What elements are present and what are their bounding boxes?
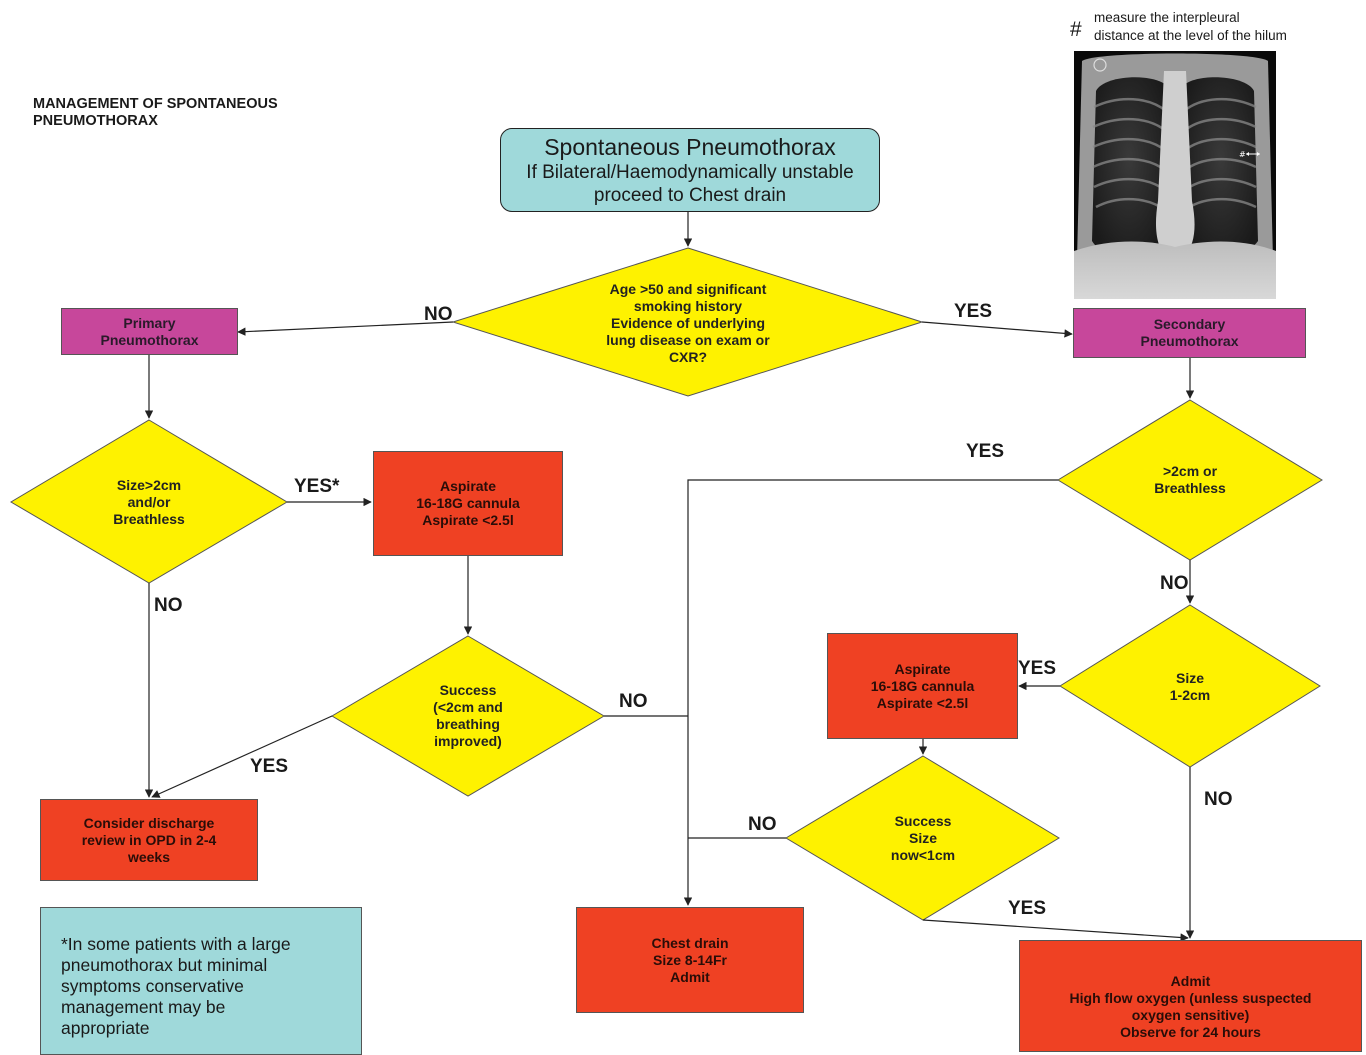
decision-line: and/or — [127, 493, 171, 510]
note-line: management may be — [61, 997, 226, 1017]
label-no-success-secondary: NO — [748, 814, 777, 835]
box-line: Admit — [1170, 973, 1211, 989]
label-no-size-secondary: NO — [1204, 789, 1233, 810]
xray-hash-symbol: # — [1070, 18, 1082, 41]
decision-line: Success — [894, 812, 952, 829]
aspirate-primary-box: Aspirate 16-18G cannula Aspirate <2.5l — [373, 451, 563, 556]
xray-caption-line: measure the interpleural — [1094, 10, 1240, 25]
decision-line: CXR? — [668, 348, 708, 365]
box-line: Size 8-14Fr — [653, 951, 727, 968]
label-no-size-primary: NO — [154, 595, 183, 616]
label-yes-secondary: YES — [954, 301, 993, 322]
label-yes-success-primary: YES — [250, 756, 289, 777]
label-no-success-primary: NO — [619, 691, 648, 712]
discharge-box: Consider discharge review in OPD in 2-4 … — [40, 799, 258, 881]
decision-line: Success — [439, 682, 497, 698]
box-line: High flow oxygen (unless suspected — [1069, 990, 1312, 1006]
start-line: proceed to Chest drain — [593, 185, 787, 206]
decision-line: (<2cm and — [433, 699, 503, 715]
box-line: Aspirate — [894, 660, 951, 677]
box-line: Primary — [123, 314, 176, 331]
arrow-no-to-primary — [237, 321, 454, 336]
chest-drain-box: Chest drain Size 8-14Fr Admit — [576, 907, 804, 1013]
decision-line: Evidence of underlying — [610, 314, 766, 331]
page-title: MANAGEMENT OF SPONTANEOUS PNEUMOTHORAX — [33, 96, 278, 129]
xray-caption-line: distance at the level of the hilum — [1094, 28, 1287, 43]
decision-line: smoking history — [633, 297, 743, 314]
box-line: Admit — [670, 968, 710, 985]
admit-box: Admit High flow oxygen (unless suspected… — [1019, 940, 1362, 1052]
box-line: 16-18G cannula — [416, 495, 520, 511]
arrow-success-yes-to-admit — [922, 919, 1189, 942]
decision-size-primary: Size>2cm and/or Breathless — [79, 470, 219, 534]
line-breathless-yes-to-drain — [683, 479, 1058, 906]
start-box: Spontaneous Pneumothorax If Bilateral/Ha… — [500, 128, 880, 212]
box-line: Consider discharge — [83, 814, 215, 831]
box-line: Pneumothorax — [100, 331, 199, 348]
box-line: weeks — [127, 848, 171, 865]
decision-line: Breathless — [113, 510, 185, 527]
footnote-box: *In some patients with a large pneumotho… — [40, 907, 362, 1055]
box-line: Chest drain — [651, 934, 729, 951]
box-line: Aspirate <2.5l — [422, 512, 514, 528]
note-line: symptoms conservative — [61, 976, 244, 996]
note-line: pneumothorax but minimal — [61, 955, 268, 975]
label-no-primary: NO — [424, 304, 453, 325]
label-yes-breathless: YES — [966, 441, 1005, 462]
decision-line: >2cm or — [1162, 463, 1218, 479]
label-yes-success-secondary: YES — [1008, 898, 1047, 919]
box-line: Aspirate <2.5l — [876, 694, 969, 711]
box-line: Observe for 24 hours — [1120, 1024, 1261, 1040]
decision-line: Size>2cm — [116, 476, 182, 493]
decision-success-secondary: Success Size now<1cm — [868, 810, 978, 866]
decision-line: breathing — [436, 716, 500, 732]
start-title: Spontaneous Pneumothorax — [544, 134, 836, 160]
arrow-success-yes-to-discharge — [151, 715, 333, 798]
decision-line: 1-2cm — [1169, 687, 1211, 703]
decision-success-primary-shape — [331, 635, 605, 797]
start-line: If Bilateral/Haemodynamically unstable — [526, 162, 854, 183]
arrow-yes-to-secondary — [921, 321, 1073, 338]
decision-success-primary: Success (<2cm and breathing improved) — [408, 676, 528, 756]
label-no-breathless: NO — [1160, 573, 1189, 594]
decision-age: Age >50 and significant smoking history … — [563, 268, 813, 378]
box-line: Pneumothorax — [1140, 333, 1239, 349]
box-line: Aspirate — [439, 478, 497, 494]
decision-line: Size — [1175, 670, 1204, 686]
decision-line: Age >50 and significant — [609, 280, 767, 297]
chest-xray-image: # — [1074, 51, 1276, 299]
box-line: review in OPD in 2-4 — [81, 831, 217, 848]
decision-line: Size — [908, 829, 937, 846]
decision-age-shape — [451, 247, 924, 397]
note-line: *In some patients with a large — [61, 934, 291, 954]
primary-pneumothorax-box: Primary Pneumothorax — [61, 308, 238, 355]
decision-line: lung disease on exam or — [606, 331, 770, 348]
box-line: 16-18G cannula — [870, 677, 975, 694]
decision-breathless-secondary: >2cm or Breathless — [1130, 458, 1250, 502]
svg-text:#: # — [1239, 150, 1246, 159]
decision-line: now<1cm — [890, 846, 956, 863]
box-line: Secondary — [1153, 316, 1226, 332]
decision-line: Breathless — [1154, 480, 1226, 496]
decision-line: improved) — [434, 733, 502, 749]
label-yes-star: YES* — [294, 476, 340, 497]
secondary-pneumothorax-box: Secondary Pneumothorax — [1073, 308, 1306, 358]
decision-size-secondary: Size 1-2cm — [1140, 666, 1240, 708]
aspirate-secondary-box: Aspirate 16-18G cannula Aspirate <2.5l — [827, 633, 1018, 739]
box-line: oxygen sensitive) — [1131, 1007, 1250, 1023]
note-line: appropriate — [61, 1018, 150, 1038]
label-yes-size-secondary: YES — [1018, 658, 1057, 679]
